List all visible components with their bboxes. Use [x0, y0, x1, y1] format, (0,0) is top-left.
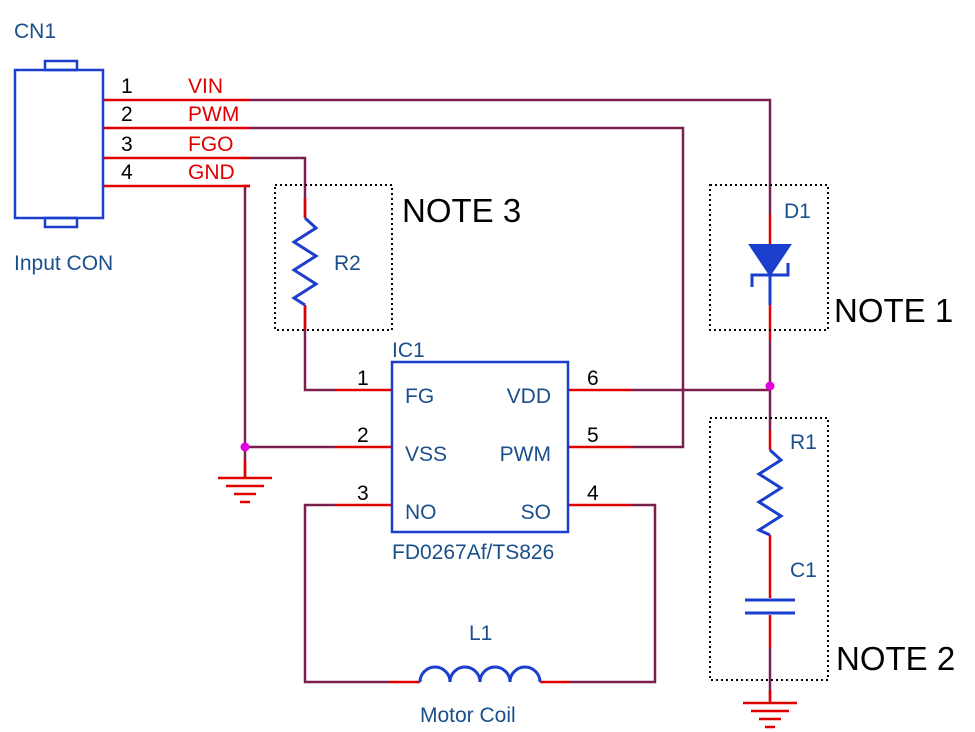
ic1-pin-num-1: 1: [357, 367, 369, 390]
ic1-body: [390, 360, 570, 534]
resistor-r2: [291, 216, 319, 307]
connector-body: [13, 68, 105, 220]
connector-cn1: CN1 Input CON 1 2 3 4 VIN PWM FGO GND: [13, 20, 239, 275]
ic1-ref: IC1: [392, 339, 425, 362]
c1-label: C1: [790, 559, 817, 582]
resistor-r1: [755, 448, 784, 537]
cn1-pin-num-4: 4: [121, 161, 133, 184]
cn1-pin-num-1: 1: [121, 75, 133, 98]
ic1-pin-num-5: 5: [587, 424, 599, 447]
diode-d1: [748, 244, 792, 277]
connector-ref: CN1: [14, 20, 56, 43]
ic1-pin-name-vss: VSS: [405, 443, 447, 466]
note1-box: [709, 184, 829, 331]
ic1-pin-name-fg: FG: [405, 385, 434, 408]
ic1: IC1 FD0267Af/TS826 FG VSS NO SO PWM VDD …: [357, 339, 599, 564]
junction-dot-vss: [240, 442, 250, 452]
pin-stubs: [103, 98, 772, 684]
r2-label: R2: [334, 252, 361, 275]
connector-bottom-tab: [43, 216, 79, 229]
ic1-pin-name-no: NO: [405, 501, 437, 524]
net-label-pwm: PWM: [188, 103, 239, 126]
inductor-l1-group: L1 Motor Coil: [418, 622, 542, 727]
net-label-gnd: GND: [188, 161, 235, 184]
r1-label: R1: [790, 431, 817, 454]
ground-symbol-left: [218, 460, 272, 504]
l1-name: Motor Coil: [420, 704, 516, 727]
connector-top-tab: [43, 59, 79, 72]
ic1-pin-num-2: 2: [357, 424, 369, 447]
note2-label: NOTE 2: [836, 640, 955, 677]
note1-group: NOTE 1 D1: [709, 184, 953, 331]
wire-fgo-top: [250, 156, 307, 218]
ic1-part: FD0267Af/TS826: [392, 541, 554, 564]
cn1-pin-num-3: 3: [121, 133, 133, 156]
wire-fgo-bottom: [303, 305, 335, 392]
ic1-pin-num-4: 4: [587, 482, 599, 505]
note3-group: NOTE 3 R2: [274, 184, 521, 331]
ic1-pin-name-so: SO: [521, 501, 551, 524]
wire-so: [570, 503, 657, 684]
wire-pwm: [250, 126, 685, 449]
connector-name: Input CON: [14, 252, 113, 275]
note1-label: NOTE 1: [834, 292, 953, 329]
ground-symbol-right: [743, 690, 797, 729]
net-label-fgo: FGO: [188, 133, 234, 156]
ic1-pin-name-pwm: PWM: [500, 443, 551, 466]
note3-box: [274, 184, 393, 331]
ic1-pin-name-vdd: VDD: [507, 385, 551, 408]
ic1-pin-num-3: 3: [357, 482, 369, 505]
junction-dot-vdd: [765, 381, 775, 391]
wire-gnd: [243, 184, 250, 478]
cn1-pin-num-2: 2: [121, 103, 133, 126]
inductor-l1: [418, 665, 542, 683]
ic1-pin-num-6: 6: [587, 367, 599, 390]
note2-group: NOTE 2 R1 C1: [709, 417, 955, 681]
wire-vin: [250, 98, 772, 215]
wire-no: [303, 503, 390, 684]
net-label-vin: VIN: [188, 75, 223, 98]
d1-label: D1: [784, 200, 811, 223]
l1-label: L1: [469, 622, 492, 645]
note3-label: NOTE 3: [402, 192, 521, 229]
